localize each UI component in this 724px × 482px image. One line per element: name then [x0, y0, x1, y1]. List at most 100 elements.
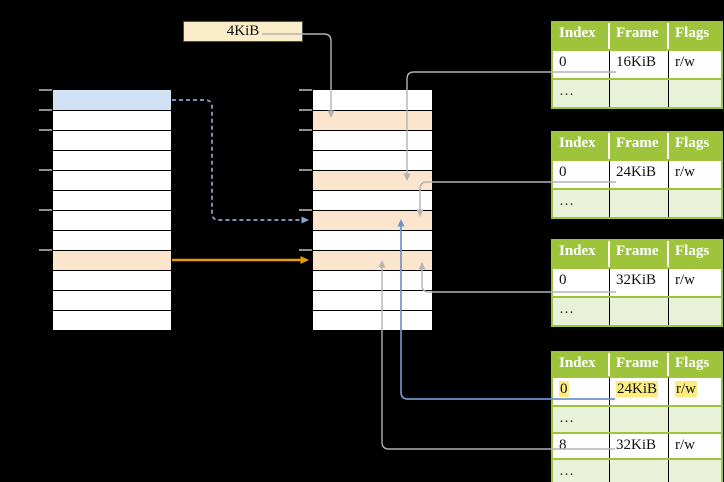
address-tick [39, 109, 52, 111]
memory-row-white [53, 290, 171, 310]
cell-flags: r/w [669, 51, 721, 78]
cell-flags: r/w [669, 434, 721, 458]
memory-row-blue [53, 90, 171, 110]
cell-flags [669, 80, 721, 107]
memory-row-orange [53, 250, 171, 270]
memory-row-white [313, 270, 432, 290]
table-row-ellipsis: … [553, 296, 721, 325]
header-flags: Flags [675, 355, 710, 371]
table-row: 0 24KiB r/w [553, 159, 721, 188]
header-flags: Flags [675, 243, 710, 259]
header-index: Index [553, 133, 610, 159]
header-index: Index [553, 23, 610, 49]
table-row-ellipsis: … [553, 188, 721, 217]
cell-flags [669, 460, 721, 482]
cell-frame [610, 407, 669, 432]
header-index: Index [553, 353, 610, 376]
address-tick [39, 209, 52, 211]
page-table-3: Index Frame Flags 0 32KiB r/w … [551, 239, 723, 327]
header-flags: Flags [675, 25, 710, 41]
memory-row-white [313, 130, 432, 150]
virtual-memory-tick-rail [39, 89, 52, 331]
memory-row-white [53, 270, 171, 290]
cell-frame [610, 298, 669, 325]
table-row: 8 32KiB r/w [553, 432, 721, 458]
address-tick [299, 169, 312, 171]
page-table-2: Index Frame Flags 0 24KiB r/w … [551, 131, 723, 219]
table-row-highlighted: 0 24KiB r/w [553, 376, 721, 405]
memory-row-white [313, 230, 432, 250]
cell-flags: r/w [669, 269, 721, 296]
table-row: 0 32KiB r/w [553, 267, 721, 296]
cell-index: 0 [553, 378, 610, 405]
cell-frame [610, 460, 669, 482]
cell-frame: 24KiB [610, 378, 669, 405]
address-tick [299, 249, 312, 251]
memory-row-orange [313, 170, 432, 190]
page-size-label: 4KiB [183, 21, 303, 42]
header-frame: Frame [610, 23, 669, 49]
table-row-ellipsis: … [553, 78, 721, 107]
memory-row-white [53, 210, 171, 230]
cell-flags [669, 190, 721, 217]
virtual-memory-column [52, 89, 172, 331]
cell-frame [610, 190, 669, 217]
address-tick [299, 89, 312, 91]
table-row-ellipsis: … [553, 458, 721, 482]
header-frame: Frame [610, 241, 669, 267]
memory-row-white [53, 130, 171, 150]
memory-row-white [53, 190, 171, 210]
memory-row-white [313, 190, 432, 210]
memory-row-white [313, 90, 432, 110]
physical-memory-tick-rail [299, 89, 312, 331]
memory-row-white [313, 150, 432, 170]
page-table-1: Index Frame Flags 0 16KiB r/w … [551, 21, 723, 109]
address-tick [39, 129, 52, 131]
cell-index: 0 [553, 161, 610, 188]
cell-index: 8 [553, 434, 610, 458]
cell-index: … [553, 80, 610, 107]
address-tick [39, 249, 52, 251]
cell-index: … [553, 298, 610, 325]
memory-row-white [53, 170, 171, 190]
address-tick [39, 169, 52, 171]
highlight: 0 [559, 381, 569, 397]
table-row: 0 16KiB r/w [553, 49, 721, 78]
memory-row-orange [313, 110, 432, 130]
memory-row-white [53, 110, 171, 130]
table-header-row: Index Frame Flags [553, 353, 721, 376]
connector-virtual-page-to-frame [172, 99, 309, 224]
table-row-ellipsis: … [553, 405, 721, 432]
table-header-row: Index Frame Flags [553, 23, 721, 49]
header-index: Index [553, 241, 610, 267]
memory-row-white [53, 150, 171, 170]
cell-index: … [553, 460, 610, 482]
cell-frame: 24KiB [610, 161, 669, 188]
cell-index: … [553, 190, 610, 217]
cell-index: … [553, 407, 610, 432]
memory-row-white [53, 310, 171, 330]
header-flags: Flags [675, 135, 710, 151]
header-frame: Frame [610, 353, 669, 376]
cell-flags [669, 298, 721, 325]
highlight: 24KiB [616, 381, 659, 397]
cell-index: 0 [553, 269, 610, 296]
cell-frame: 32KiB [610, 269, 669, 296]
cell-flags [669, 407, 721, 432]
memory-row-white [53, 230, 171, 250]
cell-frame [610, 80, 669, 107]
address-tick [39, 89, 52, 91]
memory-row-orange [313, 210, 432, 230]
cell-frame: 32KiB [610, 434, 669, 458]
table-header-row: Index Frame Flags [553, 241, 721, 267]
memory-row-white [313, 310, 432, 330]
header-frame: Frame [610, 133, 669, 159]
physical-memory-column [312, 89, 433, 331]
address-tick [299, 209, 312, 211]
highlight: r/w [675, 381, 697, 397]
cell-flags: r/w [669, 161, 721, 188]
memory-row-white [313, 290, 432, 310]
address-tick [299, 109, 312, 111]
page-table-4: Index Frame Flags 0 24KiB r/w … 8 32KiB … [551, 351, 723, 482]
